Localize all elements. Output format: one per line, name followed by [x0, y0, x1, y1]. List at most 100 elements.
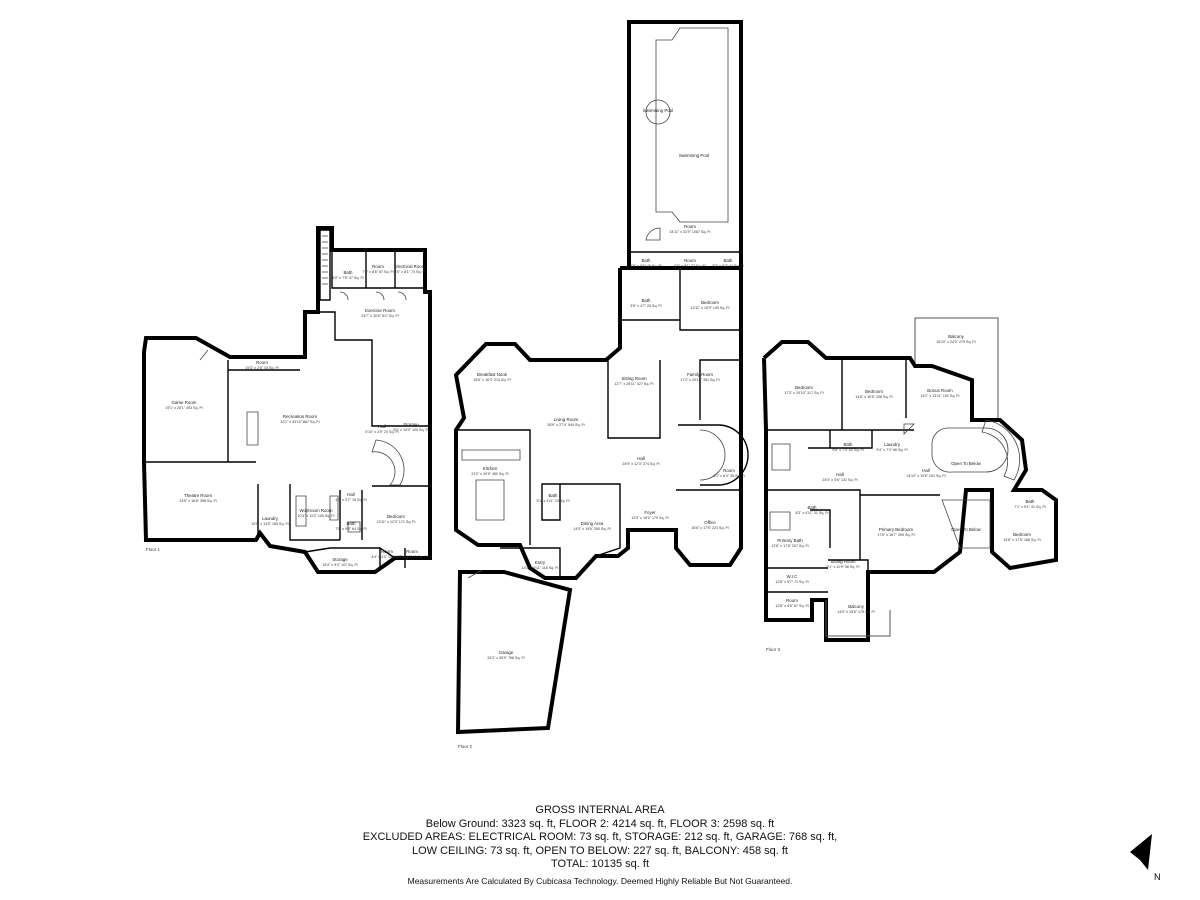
room-dims: 9'1" x 11'9" 98 Sq. Ft — [826, 565, 859, 569]
room-dims: 6'0" x 7'5" 47 Sq. Ft — [332, 276, 363, 280]
room-name: Primary Bedroom — [879, 527, 914, 532]
room-name: Bath — [641, 258, 651, 263]
room-name: Laundry — [262, 516, 279, 521]
room-dims: 10'5" x 14'5" 165 Sq. Ft — [251, 522, 288, 526]
room-dims: 4'3" x 3'3" 13 Sq. Ft — [396, 555, 427, 559]
floor-1-room-labels: Game Room 19'1" x 26'1" 493 Sq. Ft Theat… — [165, 264, 428, 567]
room-dims: 15'4" x 9'4" 107 Sq. Ft — [322, 563, 357, 567]
room-name: Workroom Room — [299, 508, 332, 513]
summary-line-3: LOW CEILING: 73 sq. ft, OPEN TO BELOW: 2… — [412, 844, 788, 857]
room-name: Bedroom — [865, 389, 883, 394]
room-dims: 24'0" x 5'6" 131 Sq. Ft — [822, 478, 857, 482]
room-dims: 12'8" x 5'7" 71 Sq. Ft — [775, 580, 808, 584]
room-dims: 32'1" x 33'10" 867 Sq. Ft — [280, 420, 319, 424]
room-name: Office — [704, 520, 716, 525]
room-name: Hall — [922, 468, 930, 473]
room-name: Exercise Room — [365, 308, 395, 313]
room-dims: 14'2" x 13'11" 192 Sq. Ft — [920, 394, 959, 398]
room-dims: 12'7" x 28'11" 327 Sq. Ft — [614, 382, 653, 386]
room-dims: 16'6" x 17'5" 224 Sq. Ft — [691, 526, 728, 530]
room-dims: 10'4" x 11'0" 109 Sq. Ft — [297, 514, 334, 518]
floor-3-label: Floor 3 — [766, 647, 781, 652]
room-dims: 24'7" x 30'5" 517 Sq. Ft — [361, 314, 398, 318]
room-dims: 8'3" x 4'11" 31 Sq. Ft — [795, 511, 828, 515]
room-dims: 14'0" x 15'6" 179 Sq. Ft — [837, 610, 874, 614]
room-dims: 19'3" x 2'6" 43 Sq. Ft — [245, 366, 278, 370]
room-name: Bedroom — [795, 385, 813, 390]
room-name: W.I.C — [787, 574, 798, 579]
room-dims: 13'11" x 10'9" 149 Sq. Ft — [690, 306, 729, 310]
summary-line-2: EXCLUDED AREAS: ELECTRICAL ROOM: 73 sq. … — [362, 831, 838, 844]
room-name: Bath — [346, 521, 356, 526]
floor-2-label: Floor 2 — [458, 744, 473, 749]
room-name: Electrical Room — [395, 264, 426, 269]
room-dims: 17'6" x 16'7" 269 Sq. Ft — [877, 533, 914, 537]
room-dims: 14'3" x 9'11" 118 Sq. Ft — [522, 566, 559, 570]
room-name: Bonus Room — [927, 388, 953, 393]
summary-line-4: TOTAL: 10135 sq. ft — [550, 858, 650, 871]
room-name: Entry — [535, 560, 546, 565]
room-dims: 14'6" x 17'5" 188 Sq. Ft — [1003, 538, 1040, 542]
room-dims: 28'9" x 27'4" 944 Sq. Ft — [547, 423, 584, 427]
room-name: Breakfast Nook — [477, 372, 508, 377]
room-dims: 7'5" x 9'8" 64 Sq. Ft — [335, 527, 366, 531]
room-name: Primary Bath — [777, 538, 803, 543]
room-dims: 24'9" x 12'3" 274 Sq. Ft — [622, 462, 659, 466]
room-dims: 5'5" x 4'7" 25 Sq. Ft — [630, 304, 661, 308]
room-dims: 4'7" x 3'7" 15 Sq. Ft — [335, 498, 366, 502]
floor-1-plan: Floor 1 Game Room 19'1" x 26'1" 493 Sq. … — [142, 226, 432, 574]
room-name: Bath — [723, 258, 733, 263]
room-name: Family Room — [687, 372, 713, 377]
room-name: Laundry — [884, 442, 901, 447]
room-name: Open To Below — [951, 461, 982, 466]
room-name: Kitchen — [483, 466, 498, 471]
room-name: Bedroom — [387, 514, 405, 519]
area-summary: GROSS INTERNAL AREA Below Ground: 3323 s… — [300, 804, 900, 889]
room-name: Bath — [343, 270, 353, 275]
room-name: Hall — [836, 472, 844, 477]
room-dims: 5'10" x 3'9" 20 Sq. Ft — [365, 430, 398, 434]
floor-3-room-labels: Balcony 16'10" x 24'0" 279 Sq. Ft Bedroo… — [771, 334, 1045, 614]
room-dims: 21'0" x 29'9" 450 Sq. Ft — [471, 472, 508, 476]
room-name: Bath — [843, 442, 853, 447]
room-dims: 9'3" x 5'3" 44 Sq. Ft — [712, 264, 743, 268]
room-name: Bath — [641, 298, 651, 303]
summary-line-1: Below Ground: 3323 sq. ft, FLOOR 2: 4214… — [425, 817, 775, 830]
room-name: Dining Area — [581, 521, 604, 526]
room-name: Game Room — [172, 400, 197, 405]
room-name: Hall — [378, 424, 386, 429]
room-dims: 13'9" x 15'0" 179 Sq. Ft — [631, 516, 668, 520]
room-name: Hall — [347, 492, 355, 497]
room-dims: 12'8" x 4'6" 57 Sq. Ft — [775, 604, 808, 608]
room-name: Room — [381, 549, 393, 554]
room-name: Room — [256, 360, 268, 365]
room-dims: 13'11" x 12'3" 171 Sq. Ft — [376, 520, 415, 524]
room-name: Bath — [1025, 499, 1035, 504]
room-dims: 4'4" x 3'3" 14 Sq. Ft — [371, 555, 402, 559]
room-dims: 15'6" x 16'3" 213 Sq. Ft — [473, 378, 510, 382]
room-dims: 7'6" x 8'6" 67 Sq. Ft — [362, 270, 393, 274]
room-name: Room — [372, 264, 384, 269]
room-dims: 14'10" x 19'6" 251 Sq. Ft — [906, 474, 945, 478]
room-dims: 17'2" x 20'10" 361 Sq. Ft — [680, 378, 719, 382]
room-dims: 14'6" x 16'5" 208 Sq. Ft — [855, 395, 892, 399]
room-name: Bedroom — [1013, 532, 1031, 537]
room-name: Swimming Pool — [643, 108, 673, 113]
room-name: Room — [684, 258, 696, 263]
room-name: Swimming Pool — [679, 153, 709, 158]
room-name: Bedroom — [701, 300, 719, 305]
room-dims: 6'5" x 5'1" 33 Sq. Ft — [674, 264, 705, 268]
room-name: Garage — [499, 650, 514, 655]
room-dims: 9'4" x 7'4" 66 Sq. Ft — [876, 448, 907, 452]
floor-2-plan: Floor 2 Swimming Pool Swimming Pool Room… — [453, 20, 749, 749]
room-name: Balcony — [948, 334, 964, 339]
floor-3-plan: Floor 3 Balcony 16'10" x 24'0" 279 Sq. F… — [762, 317, 1058, 652]
room-name: Balcony — [848, 604, 864, 609]
room-name: Hall — [637, 456, 645, 461]
room-dims: 5'5" x 8'6" 46 Sq. Ft — [630, 264, 661, 268]
room-dims: 19'1" x 26'1" 493 Sq. Ft — [165, 406, 202, 410]
room-dims: 24'3" x 35'9" 768 Sq. Ft — [487, 656, 524, 660]
north-label: N — [1154, 872, 1161, 882]
room-dims: 9'6" x 7'4" 62 Sq. Ft — [832, 448, 863, 452]
room-name: Room — [684, 224, 696, 229]
